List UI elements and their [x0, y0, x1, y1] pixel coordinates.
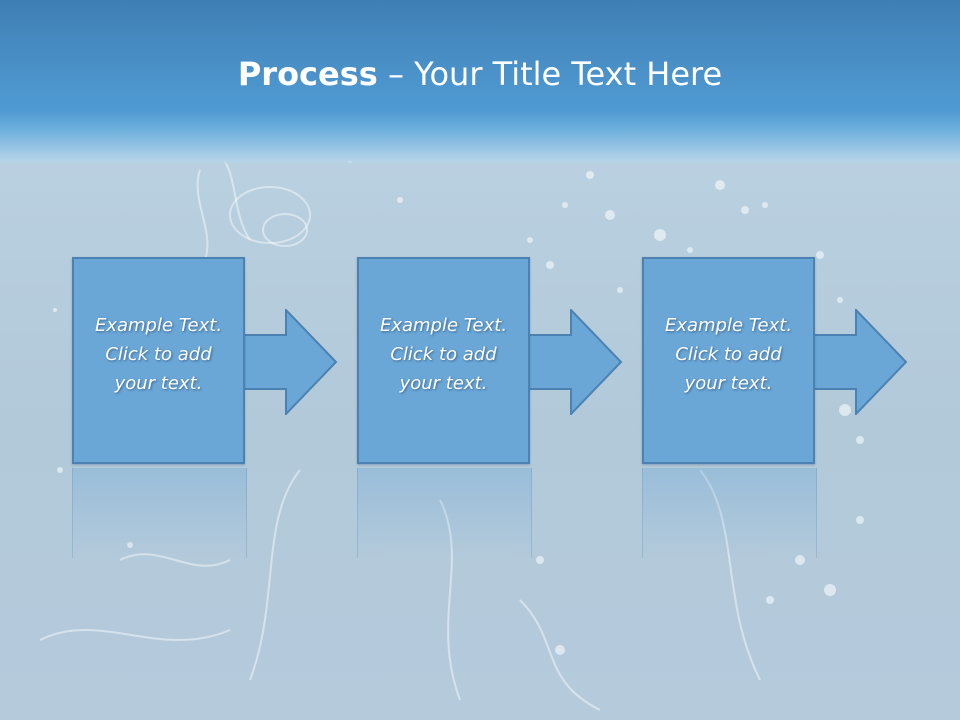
step-1-box[interactable]: Example Text. Click to add your text. — [72, 257, 245, 464]
step-3-box[interactable]: Example Text. Click to add your text. — [642, 257, 815, 464]
title-band — [0, 0, 960, 165]
step-2-arrow — [523, 309, 623, 415]
title-rest-text: Your Title Text Here — [414, 55, 723, 93]
step-1-reflection — [72, 468, 247, 558]
step-1-text[interactable]: Example Text. Click to add your text. — [94, 315, 223, 394]
step-2-text[interactable]: Example Text. Click to add your text. — [379, 315, 508, 394]
title-separator: – — [377, 55, 415, 93]
title-bold-text: Process — [237, 55, 378, 93]
step-3-reflection — [642, 468, 817, 558]
step-2-reflection — [357, 468, 532, 558]
step-2-box[interactable]: Example Text. Click to add your text. — [357, 257, 530, 464]
step-3-text[interactable]: Example Text. Click to add your text. — [664, 315, 793, 394]
slide-title[interactable]: Process – Your Title Text Here — [0, 52, 960, 96]
step-3-arrow — [808, 309, 908, 415]
step-1-arrow — [238, 309, 338, 415]
